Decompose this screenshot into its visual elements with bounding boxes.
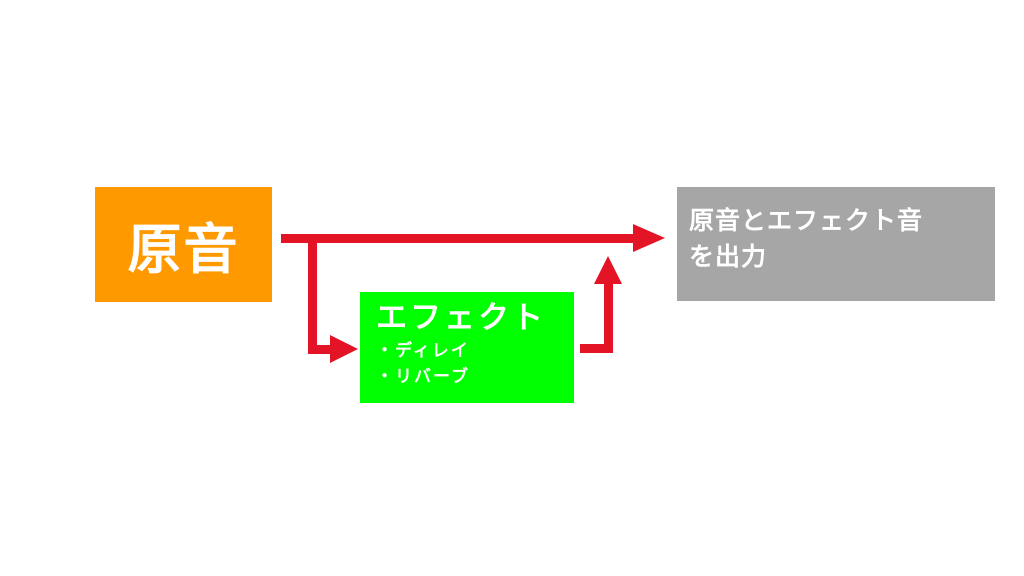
source-sound-box: 原音	[95, 187, 272, 302]
branch-arrow-head	[330, 335, 358, 363]
effect-up-arrow-head	[594, 256, 622, 284]
effect-up-line	[604, 282, 613, 353]
effect-title: エフェクト	[376, 300, 546, 336]
effect-out-line	[580, 344, 613, 353]
main-arrow-head	[633, 224, 665, 252]
branch-down-line	[308, 234, 317, 354]
main-arrow-line	[281, 234, 633, 243]
output-line-2: を出力	[689, 242, 768, 271]
source-label: 原音	[127, 218, 240, 281]
effect-item-delay: ・ディレイ	[376, 341, 470, 361]
output-line-1: 原音とエフェクト音	[689, 206, 924, 235]
effect-item-reverb: ・リバーブ	[376, 367, 470, 387]
effect-box: エフェクト ・ディレイ ・リバーブ	[360, 292, 574, 403]
branch-right-line	[308, 345, 332, 354]
output-box: 原音とエフェクト音 を出力	[677, 187, 995, 301]
